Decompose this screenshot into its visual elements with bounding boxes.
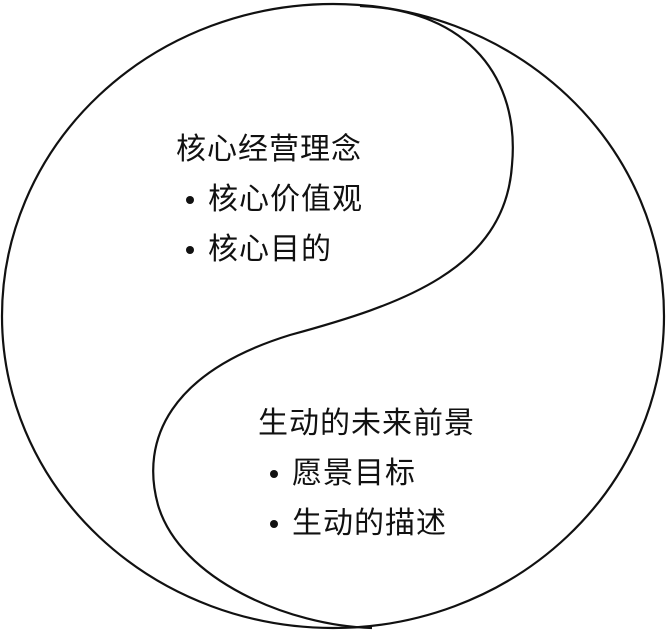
core-ideology-heading: 核心经营理念 [176,132,362,167]
bullet-icon [186,246,194,254]
bullet-icon [186,196,194,204]
list-item-label: 愿景目标 [292,456,416,491]
list-item-label: 生动的描述 [292,506,447,541]
list-item: 生动的描述 [258,504,475,544]
envisioned-future-block: 生动的未来前景 愿景目标 生动的描述 [258,404,475,544]
envisioned-future-heading: 生动的未来前景 [258,406,475,441]
list-item: 愿景目标 [258,454,475,494]
bullet-icon [270,520,278,528]
dividing-s-curve [152,4,514,630]
list-item: 核心价值观 [176,180,363,220]
list-item: 核心目的 [176,230,363,270]
bullet-icon [270,470,278,478]
core-ideology-block: 核心经营理念 核心价值观 核心目的 [176,130,363,270]
list-item-label: 核心目的 [208,232,332,267]
list-item-label: 核心价值观 [208,182,363,217]
